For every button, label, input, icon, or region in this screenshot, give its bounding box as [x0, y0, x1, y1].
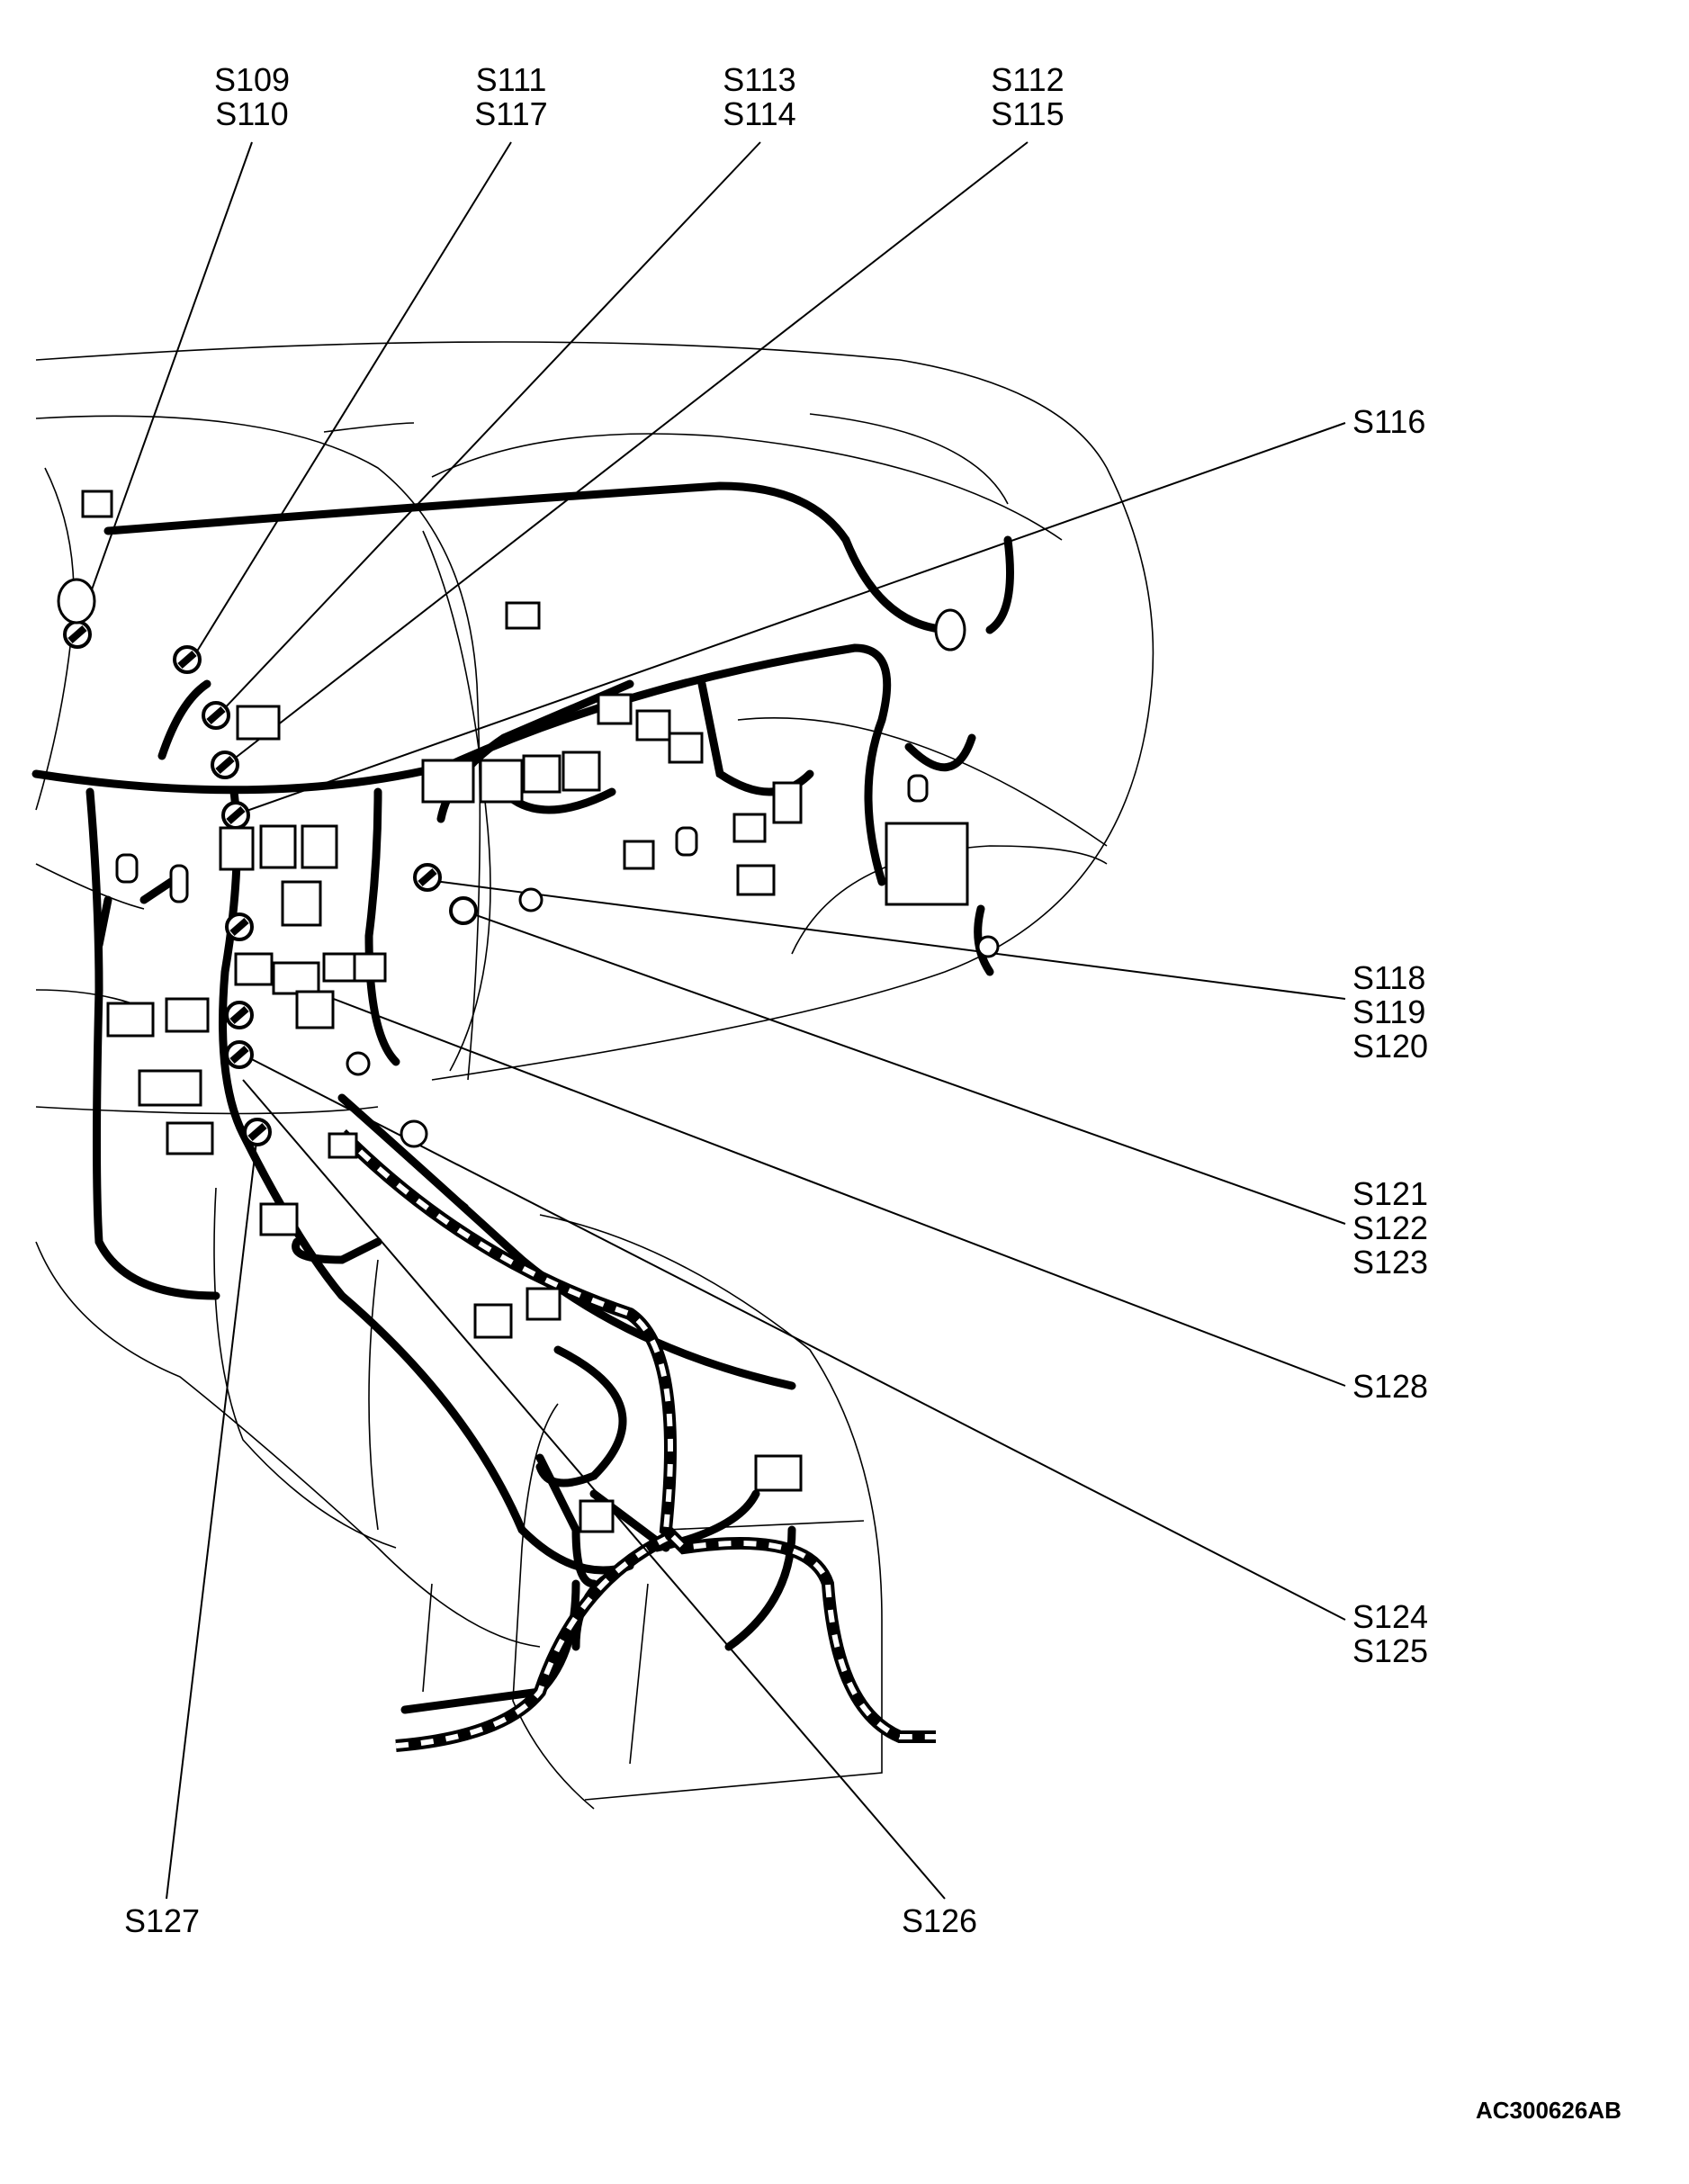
- label-s109-s110: S109 S110: [209, 63, 295, 131]
- label-s111-s117: S111 S117: [468, 63, 554, 131]
- label-s125: S125: [1352, 1632, 1429, 1669]
- label-s112: S112: [991, 61, 1065, 98]
- label-s118: S118: [1352, 959, 1426, 996]
- label-s112-s115: S112 S115: [984, 63, 1071, 131]
- label-s123: S123: [1352, 1244, 1429, 1281]
- label-s121: S121: [1352, 1175, 1429, 1212]
- label-s127: S127: [119, 1904, 205, 1938]
- leader-lines: [76, 141, 1346, 1900]
- connector-bolts: [115, 774, 929, 903]
- dashed-harness: [337, 1129, 936, 1752]
- label-s116: S116: [1352, 405, 1425, 439]
- body-outlines: [35, 341, 1154, 1810]
- label-s118-s120: S118 S119 S120: [1352, 961, 1428, 1064]
- connectors: [81, 490, 969, 1533]
- label-s113: S113: [723, 61, 796, 98]
- label-s121-s123: S121 S122 S123: [1352, 1177, 1428, 1280]
- dashed-harness-stripes: [339, 1131, 936, 1748]
- label-s120: S120: [1352, 1028, 1429, 1065]
- harness-wires: [31, 481, 1014, 1714]
- label-s115: S115: [991, 95, 1065, 132]
- label-s111: S111: [475, 61, 547, 98]
- label-s126: S126: [896, 1904, 983, 1938]
- label-s117: S117: [474, 95, 548, 132]
- label-s126-text: S126: [901, 1902, 978, 1939]
- label-s127-text: S127: [123, 1902, 201, 1939]
- splice-marks: [67, 625, 437, 1142]
- grommets: [57, 578, 1000, 1148]
- label-s124: S124: [1352, 1598, 1429, 1635]
- label-s113-s114: S113 S114: [716, 63, 803, 131]
- label-s110: S110: [215, 95, 289, 132]
- label-s116-text: S116: [1352, 403, 1426, 440]
- figure-code: AC300626AB: [1476, 2097, 1622, 2124]
- label-s109: S109: [213, 61, 291, 98]
- label-s119: S119: [1352, 993, 1426, 1030]
- label-s124-s125: S124 S125: [1352, 1600, 1428, 1668]
- label-s114: S114: [723, 95, 796, 132]
- label-s122: S122: [1352, 1209, 1429, 1246]
- label-s128-text: S128: [1352, 1368, 1429, 1405]
- label-s128: S128: [1352, 1370, 1428, 1404]
